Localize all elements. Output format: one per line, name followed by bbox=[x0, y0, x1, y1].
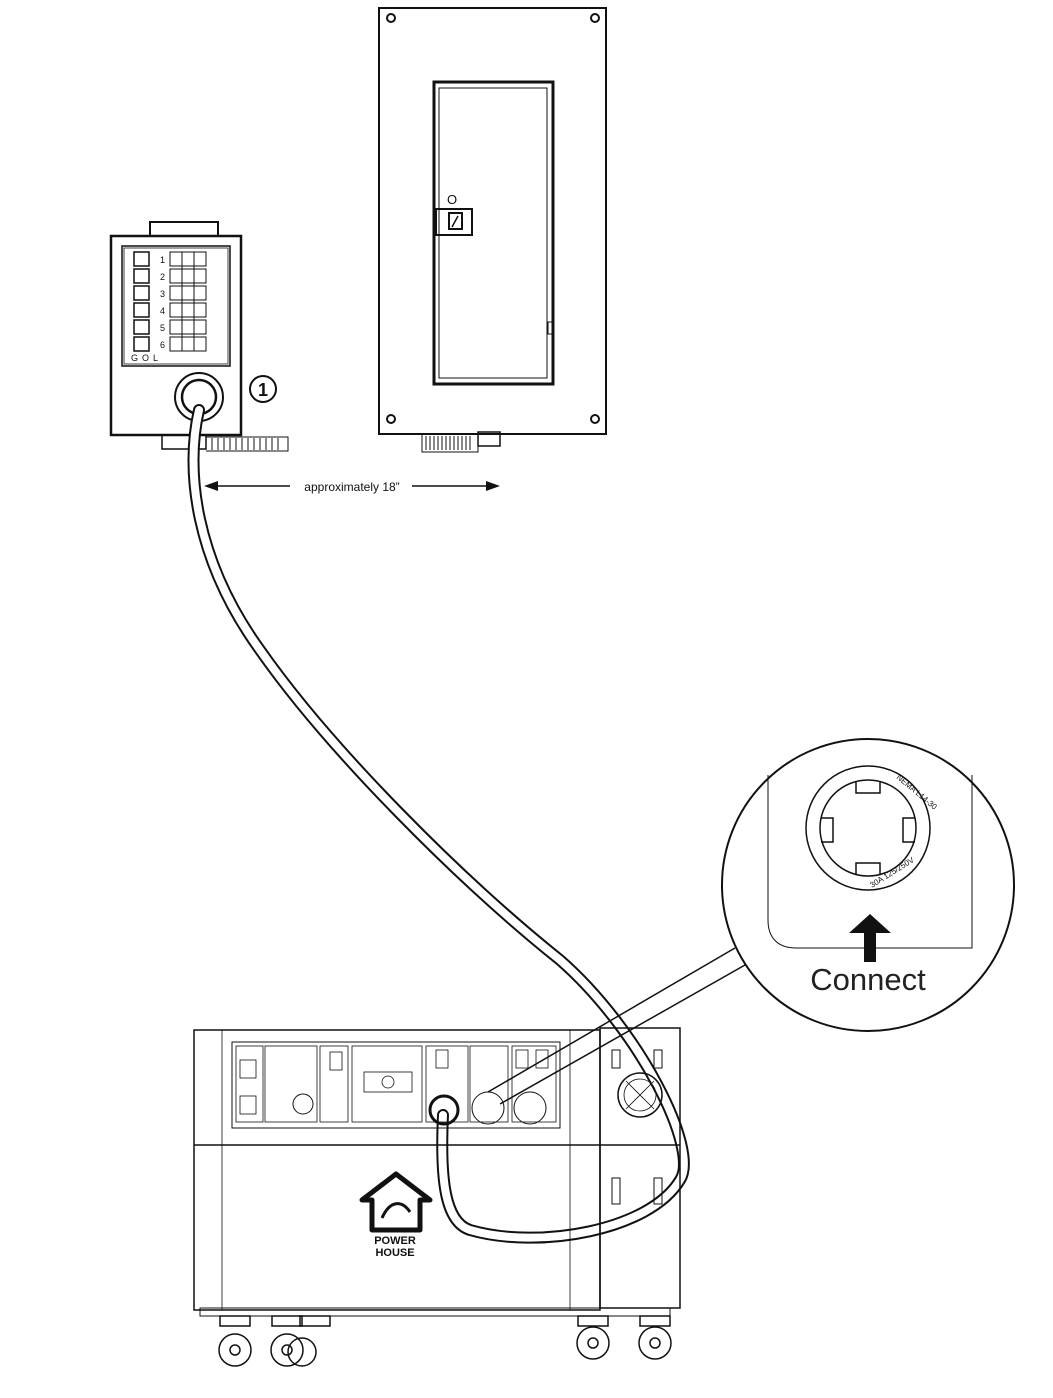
distance-dimension: approximately 18” bbox=[204, 480, 500, 494]
powerhouse-logo: POWER HOUSE bbox=[359, 1171, 433, 1259]
logo-text-line1: POWER bbox=[374, 1235, 416, 1247]
circuit-number: 2 bbox=[160, 272, 165, 282]
panel-breaker-label: O bbox=[447, 192, 457, 207]
arrow-up-icon bbox=[849, 914, 891, 962]
legend-letter-o: O bbox=[142, 353, 149, 363]
casters bbox=[218, 1315, 672, 1367]
logo-text-line2: HOUSE bbox=[375, 1247, 414, 1259]
step-marker: 1 bbox=[249, 375, 277, 403]
legend-letter-l: L bbox=[153, 353, 158, 363]
circuit-number: 1 bbox=[160, 255, 165, 265]
transfer-switch bbox=[109, 221, 289, 452]
arrow-left-icon bbox=[204, 481, 218, 491]
circuit-number: 3 bbox=[160, 289, 165, 299]
breaker-blocks bbox=[169, 251, 207, 352]
power-station bbox=[193, 1027, 681, 1317]
distance-label: approximately 18” bbox=[304, 480, 399, 494]
nema-outlet bbox=[805, 765, 931, 891]
circuit-number: 6 bbox=[160, 340, 165, 350]
power-cord bbox=[187, 404, 690, 1244]
circuit-number: 4 bbox=[160, 306, 165, 316]
legend-letter-g: G bbox=[131, 353, 138, 363]
svg-text:1: 1 bbox=[258, 380, 268, 400]
main-breaker-panel bbox=[378, 7, 607, 453]
breaker-toggles bbox=[133, 251, 150, 352]
connect-label: Connect bbox=[810, 962, 926, 997]
circuit-number: 5 bbox=[160, 323, 165, 333]
outlet-callout: NEMA L14-30 30A 125/250V Connect bbox=[487, 738, 1015, 1105]
arrow-right-icon bbox=[486, 481, 500, 491]
